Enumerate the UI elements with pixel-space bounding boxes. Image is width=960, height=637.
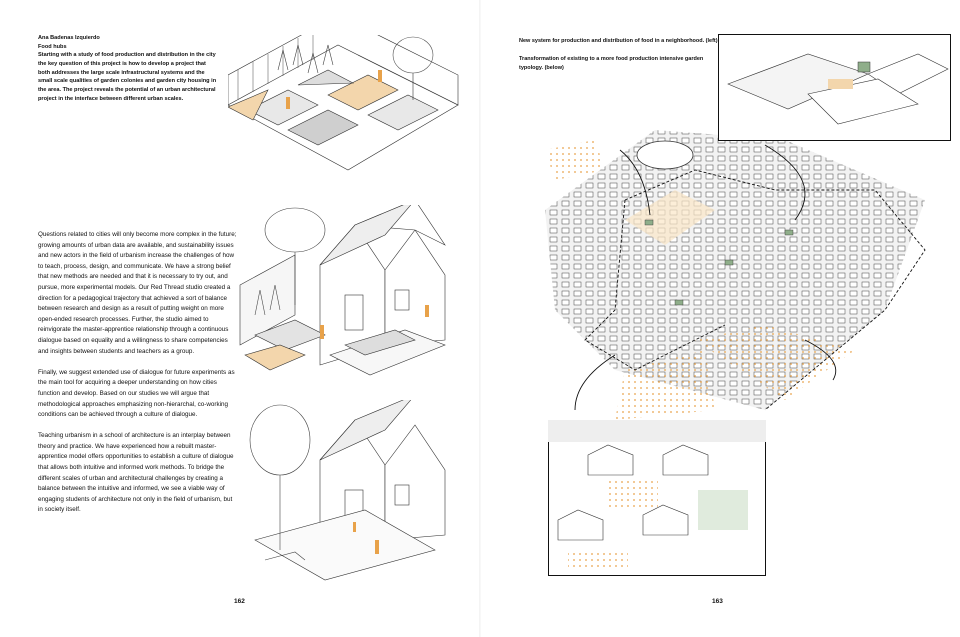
paragraph: Teaching urbanism in a school of archite… bbox=[38, 432, 234, 514]
author-name: Ana Badenas Izquierdo bbox=[38, 35, 100, 41]
page-number-left: 162 bbox=[234, 598, 245, 605]
intro-text: Starting with a study of food production… bbox=[38, 52, 217, 102]
house-garden-illustration bbox=[239, 205, 446, 376]
paragraph: Finally, we suggest extended use of dial… bbox=[38, 368, 235, 419]
caption-below-figure: Transformation of existing to a more foo… bbox=[519, 56, 704, 72]
house-tree-illustration bbox=[249, 400, 446, 581]
caption-left-figure: New system for production and distributi… bbox=[519, 38, 718, 44]
essay-text: Questions related to cities will only be… bbox=[38, 230, 238, 527]
paragraph: Questions related to cities will only be… bbox=[38, 231, 237, 355]
project-title: Food hubs bbox=[38, 43, 67, 50]
neighborhood-map-illustration bbox=[545, 130, 926, 420]
garden-plot-illustration bbox=[228, 35, 459, 171]
inset-garden-typology bbox=[548, 420, 766, 576]
figure-captions: New system for production and distributi… bbox=[519, 37, 719, 83]
gutter bbox=[479, 0, 481, 637]
project-intro: Ana Badenas Izquierdo Food hubs Starting… bbox=[38, 34, 228, 103]
inset-production-hub bbox=[718, 34, 951, 141]
page-number-right: 163 bbox=[712, 598, 723, 605]
